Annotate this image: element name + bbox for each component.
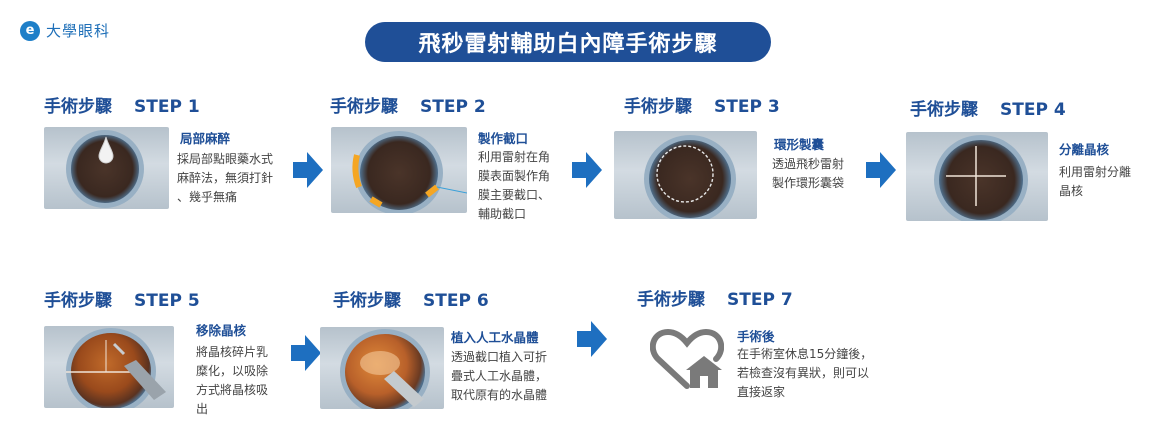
arrow-right-icon (572, 152, 602, 188)
step-3-number: STEP 3 (714, 97, 780, 117)
step-3-title: 環形製囊 (774, 137, 825, 152)
step-1-description: 採局部點眼藥水式 麻醉法，無須打針 、幾乎無痛 (177, 152, 274, 204)
step-6-description: 透過截口植入可折 疊式人工水晶體， 取代原有的水晶體 (451, 350, 548, 402)
iol-injector-icon (360, 351, 424, 407)
step-6-head-label: 手術步驟 (333, 291, 401, 311)
step-2-number: STEP 2 (420, 97, 486, 117)
step-3-head-label: 手術步驟 (624, 97, 692, 117)
arrow-right-icon (291, 335, 321, 371)
heart-home-icon (650, 328, 724, 389)
step-7-description: 在手術室休息15分鐘後， 若檢查沒有異狀，則可以 直接返家 (737, 347, 873, 399)
step-5-image (44, 326, 174, 408)
step-5-number: STEP 5 (134, 291, 200, 311)
step-5-heading: 手術步驟 STEP 5 (44, 286, 200, 311)
step-1-number: STEP 1 (134, 97, 200, 117)
step-3-description: 透過飛秒雷射 製作環形囊袋 (772, 157, 845, 190)
phaco-probe-icon (66, 340, 166, 400)
logo-mark: e (20, 20, 40, 41)
step-2-head-label: 手術步驟 (330, 97, 398, 117)
step-1-heading: 手術步驟 STEP 1 (44, 92, 200, 117)
step-3-image (614, 131, 757, 219)
step-7-heading: 手術步驟 STEP 7 (637, 285, 793, 310)
step-6-number: STEP 6 (423, 291, 489, 311)
step-4-head-label: 手術步驟 (910, 100, 978, 120)
step-2-description: 利用雷射在角 膜表面製作角 膜主要截口、 輔助截口 (478, 150, 551, 221)
step-4-title: 分離晶核 (1059, 142, 1110, 157)
step-1-title: 局部麻醉 (180, 131, 231, 146)
step-6-title: 植入人工水晶體 (451, 330, 539, 345)
step-5-description: 將晶核碎片乳 糜化，以吸除 方式將晶核吸 出 (196, 345, 269, 416)
step-2-title: 製作截口 (478, 131, 529, 146)
step-6-image (320, 327, 444, 409)
arrow-right-icon (866, 152, 896, 188)
nucleus-split-icon (946, 146, 1006, 206)
step-7-title: 手術後 (737, 329, 775, 344)
page-title: 飛秒雷射輔助白內障手術步驟 (365, 22, 771, 62)
step-4-image (906, 132, 1048, 221)
step-1-head-label: 手術步驟 (44, 97, 112, 117)
step-4-heading: 手術步驟 STEP 4 (910, 95, 1066, 120)
step-6-heading: 手術步驟 STEP 6 (333, 286, 489, 311)
step-4-description: 利用雷射分離 晶核 (1059, 165, 1132, 198)
step-7-head-label: 手術步驟 (637, 290, 705, 310)
step-2-image (331, 127, 467, 213)
step-4-number: STEP 4 (1000, 100, 1066, 120)
capsule-ring-icon (656, 145, 714, 203)
step-7-number: STEP 7 (727, 290, 793, 310)
eye-iris (644, 135, 736, 219)
step-3-heading: 手術步驟 STEP 3 (624, 92, 780, 117)
step-2-heading: 手術步驟 STEP 2 (330, 92, 486, 117)
eye-iris (934, 135, 1028, 221)
arrow-right-icon (577, 321, 607, 357)
incision-marks-icon (352, 154, 467, 208)
arrow-right-icon (293, 152, 323, 188)
eye-drop-icon (98, 136, 114, 164)
step-1-image (44, 127, 169, 209)
step-5-title: 移除晶核 (196, 323, 247, 338)
brand-logo: e 大學眼科 (20, 20, 110, 41)
brand-name: 大學眼科 (46, 22, 111, 40)
step-5-head-label: 手術步驟 (44, 291, 112, 311)
